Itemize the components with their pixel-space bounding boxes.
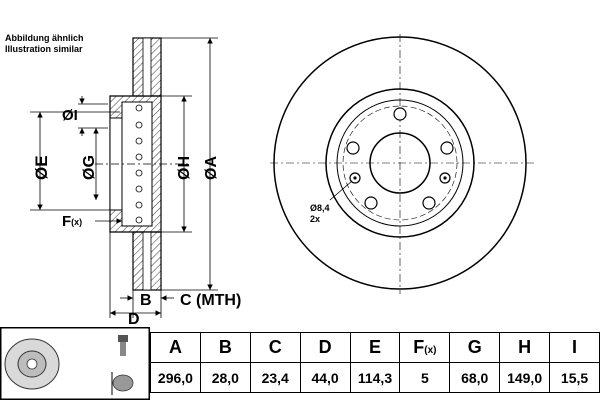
hub-icon xyxy=(112,374,134,392)
technical-drawing: ØI ØE ØG ØH ØA F(x) xyxy=(30,34,535,327)
diam-h-label: ØH xyxy=(176,156,193,180)
header-g: G xyxy=(449,332,501,363)
value-g: 68,0 xyxy=(449,362,501,393)
header-b: B xyxy=(199,332,251,363)
wheel-bolt-hole-5 xyxy=(346,141,360,155)
bolt-circle xyxy=(342,105,458,221)
hat-inner-edge xyxy=(336,99,464,227)
note-illustration-de: Abbildung ähnlich xyxy=(5,33,84,43)
header-c: C xyxy=(249,332,301,363)
lower-vent-channel xyxy=(142,231,152,291)
diam-e-label: ØE xyxy=(32,155,51,180)
note-illustration-en: Illustration similar xyxy=(5,44,83,54)
header-i: I xyxy=(549,332,600,363)
header-f-letter: F xyxy=(413,337,425,357)
hole-diameter-label: Ø8,4 xyxy=(310,203,330,213)
header-a: A xyxy=(150,332,201,363)
wheel-bolt-hole-4 xyxy=(364,196,378,210)
disc-thumb-bore xyxy=(26,358,38,370)
diam-a-label: ØA xyxy=(203,156,220,180)
bolt-hole-1 xyxy=(135,104,143,112)
hat-outer-edge xyxy=(325,88,475,238)
f-label: F(x) xyxy=(62,213,82,230)
bolt-icon-shaft xyxy=(120,342,126,356)
wheel-bolt-hole-3 xyxy=(422,196,436,210)
header-d: D xyxy=(299,332,351,363)
bolt-hole-6 xyxy=(135,185,143,193)
spec-value-row: 296,0 28,0 23,4 44,0 114,3 5 68,0 149,0 … xyxy=(150,362,600,393)
bolt-hole-4 xyxy=(135,153,143,161)
bolt-hole-2 xyxy=(135,121,143,129)
bolt-hole-8 xyxy=(135,216,143,224)
value-c: 23,4 xyxy=(249,362,301,393)
header-h: H xyxy=(499,332,551,363)
diam-i-label: ØI xyxy=(62,107,78,124)
c-label: C (MTH) xyxy=(180,292,241,309)
screw-hole-right-center xyxy=(443,176,447,180)
header-f-sub: (x) xyxy=(424,345,437,356)
upper-vent-channel xyxy=(142,37,152,97)
outer-disc-edge xyxy=(273,36,527,290)
value-f: 5 xyxy=(399,362,451,393)
bolt-icon-head xyxy=(118,335,128,342)
front-view: Ø8,4 2x xyxy=(270,34,535,294)
screw-hole-left-center xyxy=(353,176,357,180)
diam-g-label: ØG xyxy=(81,155,98,180)
value-d: 44,0 xyxy=(299,362,351,393)
value-a: 296,0 xyxy=(150,362,201,393)
bolt-hole-3 xyxy=(135,137,143,145)
b-label: B xyxy=(140,292,152,309)
value-b: 28,0 xyxy=(199,362,251,393)
bolt-hole-5 xyxy=(135,169,143,177)
side-section-view: ØI ØE ØG ØH ØA F(x) xyxy=(30,37,241,327)
value-i: 15,5 xyxy=(549,362,600,393)
header-e: E xyxy=(349,332,401,363)
wheel-bolt-hole-1 xyxy=(393,107,407,121)
d-label: D xyxy=(128,311,140,327)
spec-header-row: A B C D E F(x) G H I xyxy=(150,332,600,363)
value-h: 149,0 xyxy=(499,362,551,393)
disc-thumbnail xyxy=(0,327,150,400)
wheel-bolt-hole-2 xyxy=(440,141,454,155)
header-f: F(x) xyxy=(399,332,451,363)
spec-grid: A B C D E F(x) G H I 296,0 28,0 23,4 44,… xyxy=(150,332,600,393)
hole-count-label: 2x xyxy=(310,214,320,224)
spec-table: A B C D E F(x) G H I 296,0 28,0 23,4 44,… xyxy=(0,327,600,400)
value-e: 114,3 xyxy=(349,362,401,393)
center-bore-edge xyxy=(369,132,431,194)
screw-hole-leader xyxy=(329,180,353,201)
bolt-hole-7 xyxy=(135,201,143,209)
